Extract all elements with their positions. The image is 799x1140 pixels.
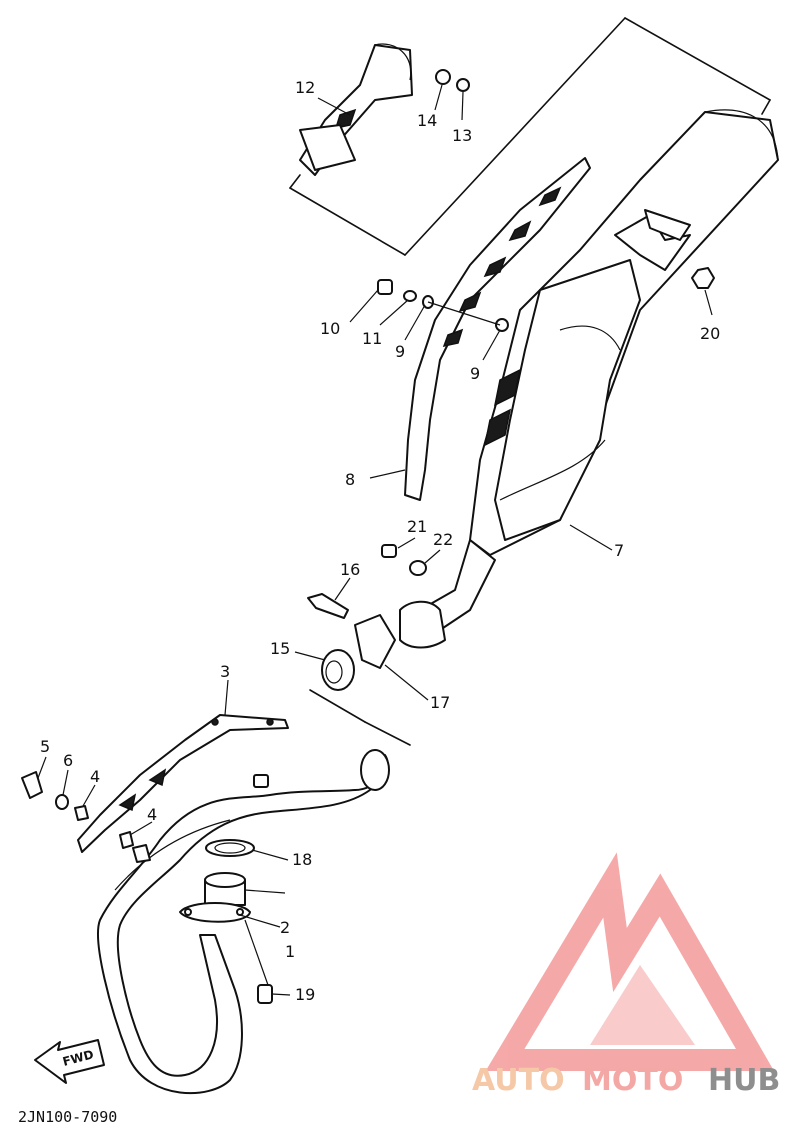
callouts: 1 2 3 4 4 5 6 7 8 9 9 10 11 12 13 14 15 … xyxy=(40,78,720,1004)
muffler xyxy=(399,109,779,649)
callout-8: 8 xyxy=(345,470,355,489)
callout-18: 18 xyxy=(292,850,312,869)
spark-arrester xyxy=(299,43,413,176)
callout-22: 22 xyxy=(433,530,453,549)
callout-15: 15 xyxy=(270,639,290,658)
callout-4b: 4 xyxy=(147,805,157,824)
callout-1: 1 xyxy=(285,942,295,961)
muffler-protector xyxy=(404,157,591,501)
callout-12: 12 xyxy=(295,78,315,97)
watermark-hub: HUB xyxy=(708,1063,780,1098)
forward-direction-arrow: FWD xyxy=(34,1039,105,1084)
callout-19: 19 xyxy=(295,985,315,1004)
callout-7: 7 xyxy=(614,541,624,560)
callout-3: 3 xyxy=(220,662,230,681)
header-protector xyxy=(77,714,289,853)
header-flange xyxy=(179,839,273,1004)
callout-11: 11 xyxy=(362,329,382,348)
callout-2: 2 xyxy=(280,918,290,937)
watermark-text: AUTO MOTO HUB xyxy=(472,1063,780,1098)
watermark-auto: AUTO xyxy=(472,1063,565,1098)
drawing-code: 2JN100-7090 xyxy=(18,1108,117,1126)
leader-lines xyxy=(37,84,713,996)
callout-16: 16 xyxy=(340,560,360,579)
exhaust-header-pipe xyxy=(97,749,390,1095)
watermark-logo xyxy=(485,852,775,1071)
callout-9a: 9 xyxy=(395,342,405,361)
callout-17: 17 xyxy=(430,693,450,712)
callout-4a: 4 xyxy=(90,767,100,786)
callout-13: 13 xyxy=(452,126,472,145)
callout-9b: 9 xyxy=(470,364,480,383)
callout-6: 6 xyxy=(63,751,73,770)
callout-14: 14 xyxy=(417,111,437,130)
callout-5: 5 xyxy=(40,737,50,756)
header-fasteners xyxy=(21,771,269,863)
fasteners xyxy=(307,69,715,691)
callout-20: 20 xyxy=(700,324,720,343)
watermark-moto: MOTO xyxy=(582,1063,683,1098)
callout-21: 21 xyxy=(407,517,427,536)
callout-10: 10 xyxy=(320,319,340,338)
